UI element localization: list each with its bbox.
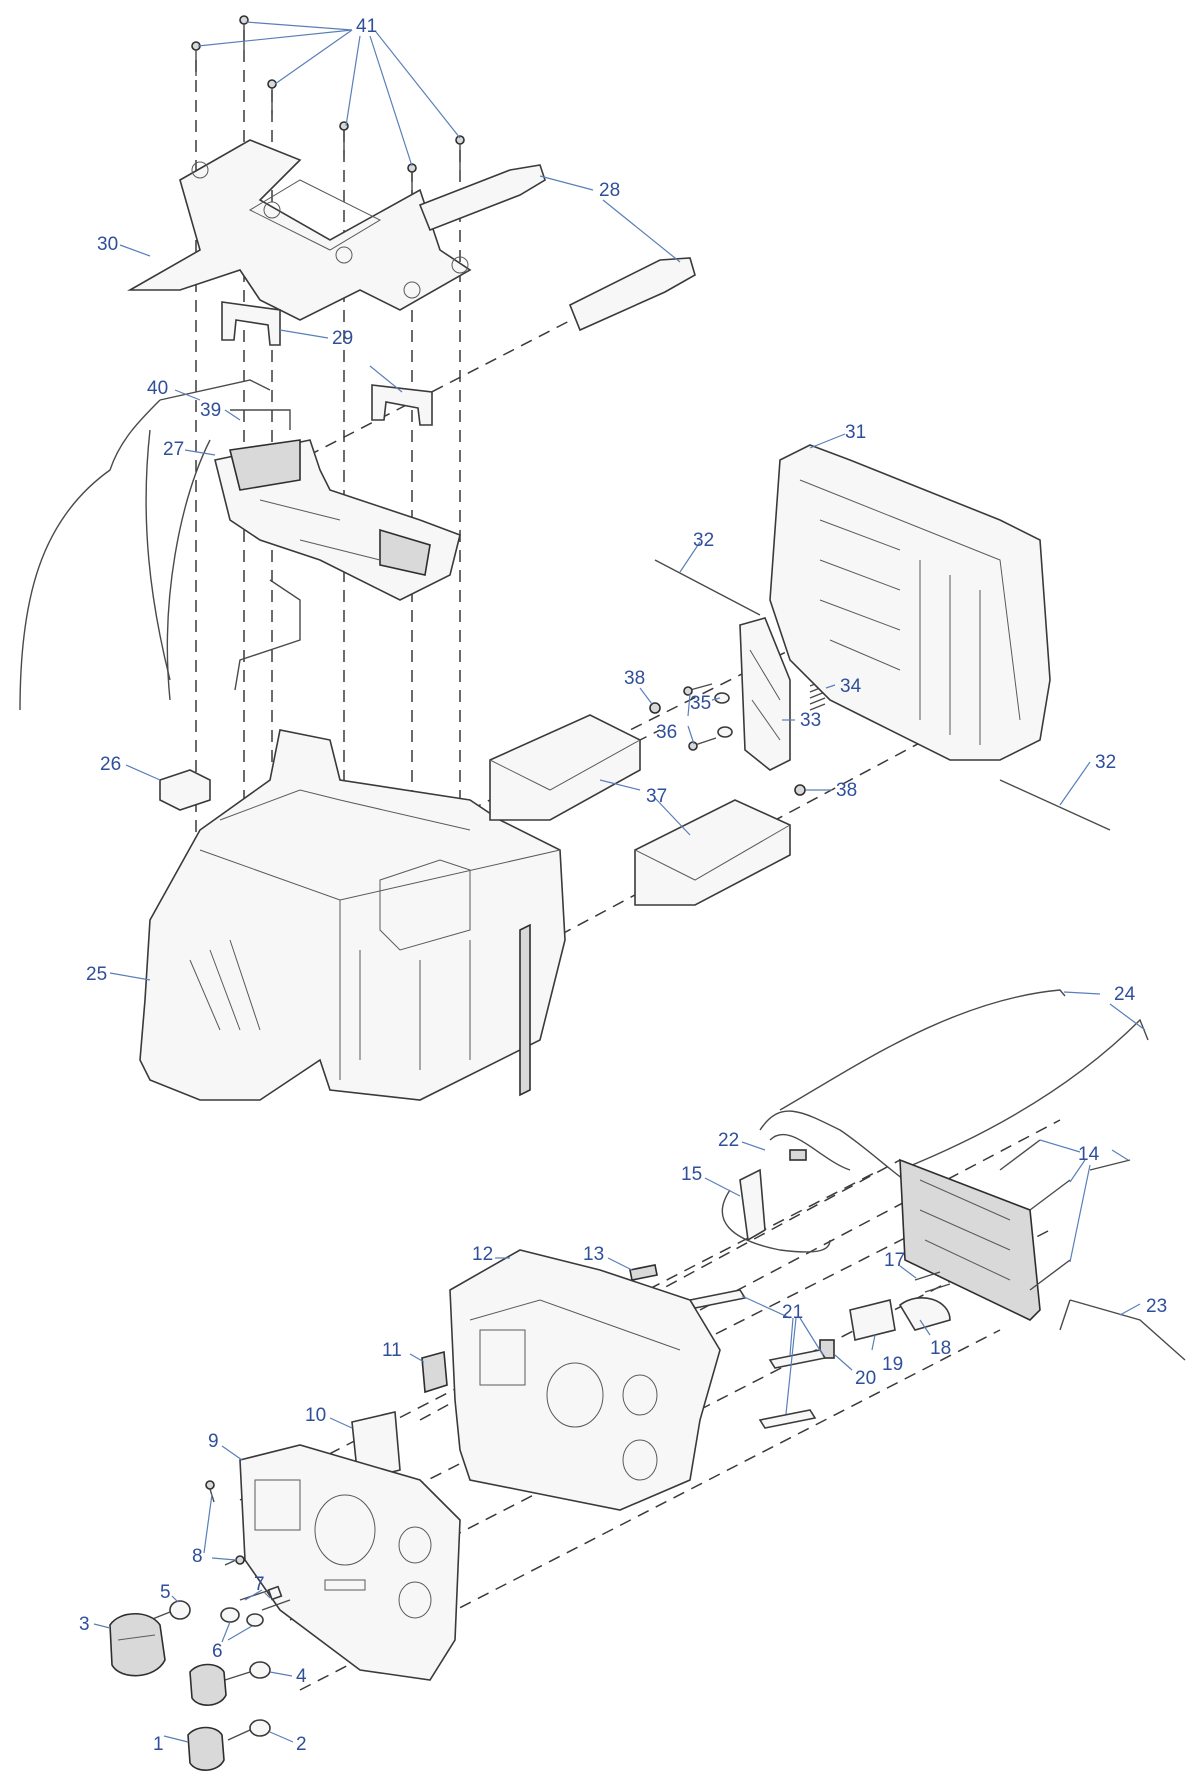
part-30-top-bracket [126, 139, 472, 321]
part-33-latch [739, 617, 791, 771]
callout-21: 21 [782, 1302, 803, 1323]
callout-20: 20 [855, 1368, 876, 1389]
part-29-clips [221, 301, 433, 426]
callout-19: 19 [882, 1354, 903, 1375]
callout-12: 12 [472, 1244, 493, 1265]
part-39-wire [230, 409, 301, 691]
part-19-switch-block [849, 1299, 896, 1341]
part-18-clip [898, 1296, 951, 1331]
part-9-faceplate [239, 1444, 461, 1681]
part-36-screws [683, 683, 717, 751]
part-14-pcb [899, 1139, 1131, 1321]
callout-3: 3 [79, 1614, 90, 1635]
callout-17: 17 [884, 1250, 905, 1271]
callout-4: 4 [296, 1666, 307, 1687]
callout-38-lower: 38 [836, 780, 857, 801]
part-31-rear-cover [769, 444, 1051, 761]
part-12-front-panel [449, 1249, 721, 1511]
part-8-screws [205, 1480, 245, 1566]
callout-2: 2 [296, 1734, 307, 1755]
callout-22: 22 [718, 1130, 739, 1151]
callout-13: 13 [583, 1244, 604, 1265]
callout-labels: 1 2 3 4 5 6 7 8 9 10 11 12 13 14 15 17 1… [79, 16, 1167, 1755]
callout-7: 7 [254, 1574, 265, 1595]
leader-lines [93, 21, 1146, 1743]
part-28-handles [418, 164, 696, 332]
callout-37: 37 [646, 786, 667, 807]
callout-28: 28 [599, 180, 620, 201]
part-21-strips [688, 1289, 827, 1429]
callout-39: 39 [200, 400, 221, 421]
part-4-shaft [224, 1661, 271, 1681]
part-35-washers [714, 692, 733, 738]
part-26-connector [159, 769, 211, 811]
callout-10: 10 [305, 1405, 326, 1426]
callout-6: 6 [212, 1641, 223, 1662]
part-6-adapters [220, 1607, 264, 1627]
part-37-blocks [489, 714, 791, 906]
callout-33: 33 [800, 710, 821, 731]
part-1-knobs [187, 1663, 227, 1771]
callout-30: 30 [97, 234, 118, 255]
part-27-control-housing [214, 439, 461, 601]
callout-38-upper: 38 [624, 668, 645, 689]
callout-11: 11 [382, 1340, 402, 1361]
callout-9: 9 [208, 1431, 219, 1452]
part-23-cable [1059, 1299, 1186, 1361]
part-32-rods [654, 559, 1111, 831]
part-24-wire [779, 989, 1149, 1171]
part-13-label [629, 1264, 658, 1281]
callout-1: 1 [153, 1734, 164, 1755]
callout-31: 31 [845, 422, 866, 443]
part-20-switch [819, 1339, 835, 1359]
part-3-knob [109, 1613, 166, 1677]
callout-8: 8 [192, 1546, 203, 1567]
callout-29: 29 [332, 328, 353, 349]
part-11-switch [421, 1350, 448, 1394]
callout-24: 24 [1114, 984, 1136, 1005]
callout-35: 35 [690, 693, 711, 714]
part-5-shaft [149, 1600, 191, 1621]
part-40-wire [19, 379, 271, 711]
part-17-screws [914, 1271, 951, 1293]
callout-15: 15 [681, 1164, 702, 1185]
callout-36: 36 [656, 722, 677, 743]
callout-41: 41 [356, 16, 377, 37]
callout-26: 26 [100, 754, 121, 775]
callout-27: 27 [163, 439, 184, 460]
part-7-shafts [239, 1585, 291, 1611]
callout-34: 34 [840, 676, 862, 697]
part-2-shaft [227, 1719, 271, 1741]
callout-25: 25 [86, 964, 107, 985]
callout-23: 23 [1146, 1296, 1167, 1317]
part-38-screws [649, 702, 806, 796]
part-15-bracket [721, 1168, 831, 1253]
callout-14: 14 [1078, 1144, 1100, 1165]
callout-18: 18 [930, 1338, 951, 1359]
callout-32-upper: 32 [693, 530, 714, 551]
callout-32-lower: 32 [1095, 752, 1116, 773]
callout-40: 40 [147, 378, 168, 399]
callout-5: 5 [160, 1582, 171, 1603]
part-25-main-housing [139, 729, 566, 1101]
part-22-harness [759, 1110, 921, 1191]
